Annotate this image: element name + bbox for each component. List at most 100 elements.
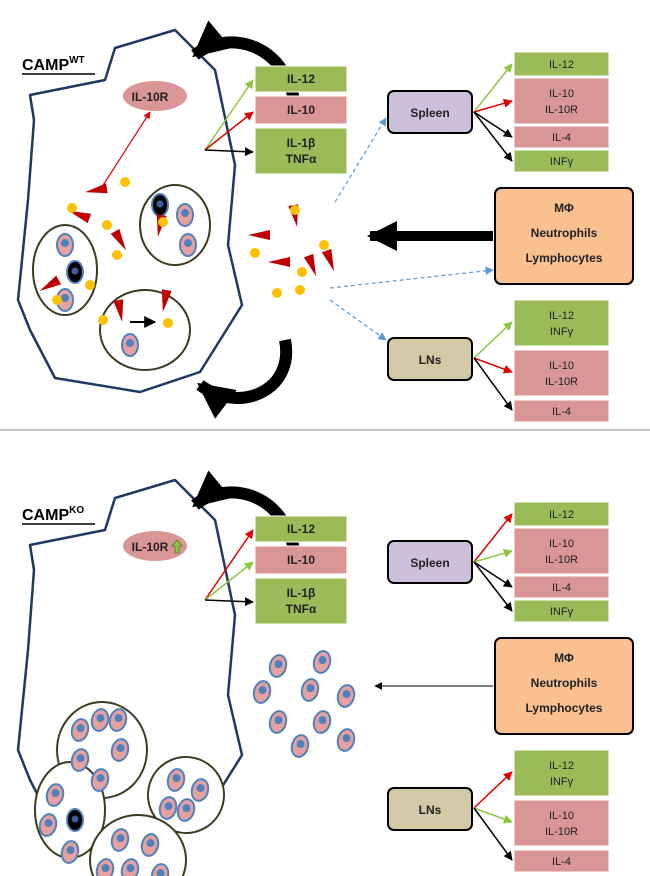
amastigote-nucleus — [164, 802, 173, 811]
amastigote-nucleus — [306, 684, 315, 693]
arrow-to-il1b — [204, 147, 254, 157]
lns-label: LNs — [419, 803, 442, 817]
il10r-receptor: IL-10R — [123, 81, 187, 111]
amastigote-nucleus — [96, 774, 105, 783]
receptor-label: IL-10R — [132, 90, 169, 104]
amastigote — [312, 650, 332, 674]
camp-peptide-triangle — [39, 275, 62, 291]
cytokine-box: IL-12 — [513, 51, 610, 77]
feedback-arrow-bottom — [196, 338, 293, 419]
amastigote-nucleus — [274, 716, 283, 725]
dead-amastigote — [151, 193, 169, 217]
lns-arrow — [473, 357, 513, 411]
spleen-box — [387, 540, 473, 584]
camp-peptide-dot — [52, 295, 62, 305]
amastigote-nucleus — [66, 846, 75, 855]
amastigote — [70, 748, 90, 772]
amastigote — [190, 778, 210, 802]
amastigote — [176, 798, 196, 822]
cytokine-box-bg — [254, 65, 348, 93]
amastigote — [176, 203, 194, 227]
amastigote-nucleus — [274, 660, 283, 669]
lns-box — [387, 787, 473, 831]
amastigote — [90, 768, 110, 792]
camp-peptide-triangle — [68, 210, 92, 224]
spleen-arrow — [473, 111, 513, 138]
camp-peptide-dot — [120, 177, 130, 187]
amastigote — [166, 768, 186, 792]
camp-peptide-triangle — [161, 289, 172, 312]
amastigote — [268, 654, 288, 678]
amastigote — [56, 233, 74, 257]
dead-amastigote — [66, 260, 84, 284]
amastigote-nucleus — [184, 239, 192, 247]
amastigote — [90, 708, 110, 732]
dead-amastigote-nucleus — [70, 266, 80, 276]
title-main: CAMP — [22, 507, 69, 524]
cytokine-box: IL-4 — [513, 399, 610, 423]
cytokine-box: IL-10 — [254, 95, 348, 125]
amastigote-nucleus — [181, 209, 189, 217]
camp-peptide-dot — [67, 203, 77, 213]
camp-peptide-dot — [297, 267, 307, 277]
spleen-arrow — [473, 513, 513, 563]
camp-peptide-dot — [112, 250, 122, 260]
amastigote-nucleus — [156, 869, 165, 876]
amastigote — [158, 796, 178, 820]
amastigote — [300, 678, 320, 702]
amastigote — [120, 858, 140, 876]
cytokine-label: INFγ — [550, 156, 574, 168]
camp-peptide-triangle — [85, 183, 108, 194]
cytokine-box: IL-12 — [513, 501, 610, 527]
camp-peptide-dot — [272, 288, 282, 298]
title-superscript: WT — [69, 55, 85, 66]
camp-peptide-triangle — [268, 257, 290, 267]
cytokine-box-bg — [513, 399, 610, 423]
amastigote-nucleus — [76, 724, 85, 733]
amastigote — [110, 738, 130, 762]
cytokine-box: IL-4 — [513, 849, 610, 873]
immune-cell-label: MΦ — [554, 651, 574, 665]
spleen-arrow — [473, 561, 513, 612]
cytokine-box-bg — [513, 575, 610, 599]
parasitophorous-vacuole — [89, 814, 187, 876]
cytokine-box: IL-4 — [513, 125, 610, 149]
receptor-oval — [123, 81, 187, 111]
amastigote-nucleus — [76, 754, 85, 763]
spleen-arrow — [473, 63, 513, 113]
amastigote-nucleus — [182, 804, 191, 813]
lns-arrow — [473, 807, 513, 824]
lns-arrow — [473, 357, 513, 374]
spleen-label: Spleen — [410, 556, 449, 570]
panel-title: CAMPKO — [22, 505, 84, 524]
cytokine-label: IL-12 — [549, 509, 574, 521]
amastigote — [38, 813, 58, 837]
amastigote — [110, 828, 130, 852]
arrow-to-receptor — [99, 111, 151, 191]
amastigote — [179, 233, 197, 257]
camp-peptide-dot — [102, 220, 112, 230]
cytokine-box-bg — [513, 77, 610, 125]
camp-peptide-dot — [85, 280, 95, 290]
camp-peptide-triangle — [321, 248, 335, 272]
amastigote-nucleus — [126, 339, 134, 347]
lns-arrow — [473, 807, 513, 861]
amastigote — [140, 833, 160, 857]
cytokine-box: IL-4 — [513, 575, 610, 599]
amastigote-nucleus — [318, 716, 327, 725]
cytokine-label: IL-10 — [287, 553, 315, 567]
amastigote — [150, 863, 170, 876]
camp-peptide-triangle — [248, 230, 270, 240]
